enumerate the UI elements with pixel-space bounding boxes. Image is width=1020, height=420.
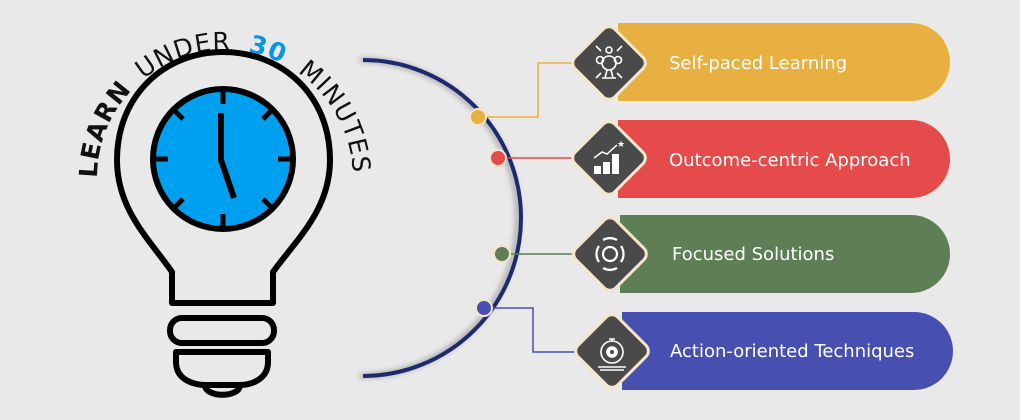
connector-dot-1 [469, 108, 487, 126]
item-label: Action-oriented Techniques [670, 341, 914, 362]
connector-arc [362, 58, 523, 378]
target-focus-icon [595, 237, 625, 271]
diamond-tile-3 [572, 216, 648, 292]
clock-icon [150, 86, 296, 232]
item-focused-solutions: Focused Solutions [620, 215, 950, 293]
svg-text:★: ★ [617, 140, 625, 150]
growth-chart-icon: ★ [593, 140, 625, 174]
diamond-tile-1 [571, 25, 647, 101]
connector-dot-2 [489, 149, 507, 167]
item-label: Self-paced Learning [669, 53, 847, 74]
title-learn: LEARN [74, 75, 137, 179]
item-action-oriented-techniques: Action-oriented Techniques [622, 312, 953, 390]
title-under: UNDER [130, 27, 231, 84]
diamond-tile-2 [571, 120, 647, 196]
item-outcome-centric-approach: Outcome-centric Approach [618, 120, 950, 198]
item-self-paced-learning: Self-paced Learning [618, 23, 950, 101]
item-label: Outcome-centric Approach [669, 150, 911, 171]
connector-dot-4 [475, 299, 493, 317]
group-focus-icon [595, 45, 623, 79]
connector-line-4 [484, 307, 575, 353]
title-minutes: MINUTES [294, 54, 376, 174]
stopwatch-gear-icon [598, 338, 626, 371]
connector-dot-3 [493, 245, 511, 263]
item-label: Focused Solutions [672, 244, 834, 265]
lightbulb-icon [114, 49, 333, 398]
connector-line-1 [478, 62, 572, 118]
